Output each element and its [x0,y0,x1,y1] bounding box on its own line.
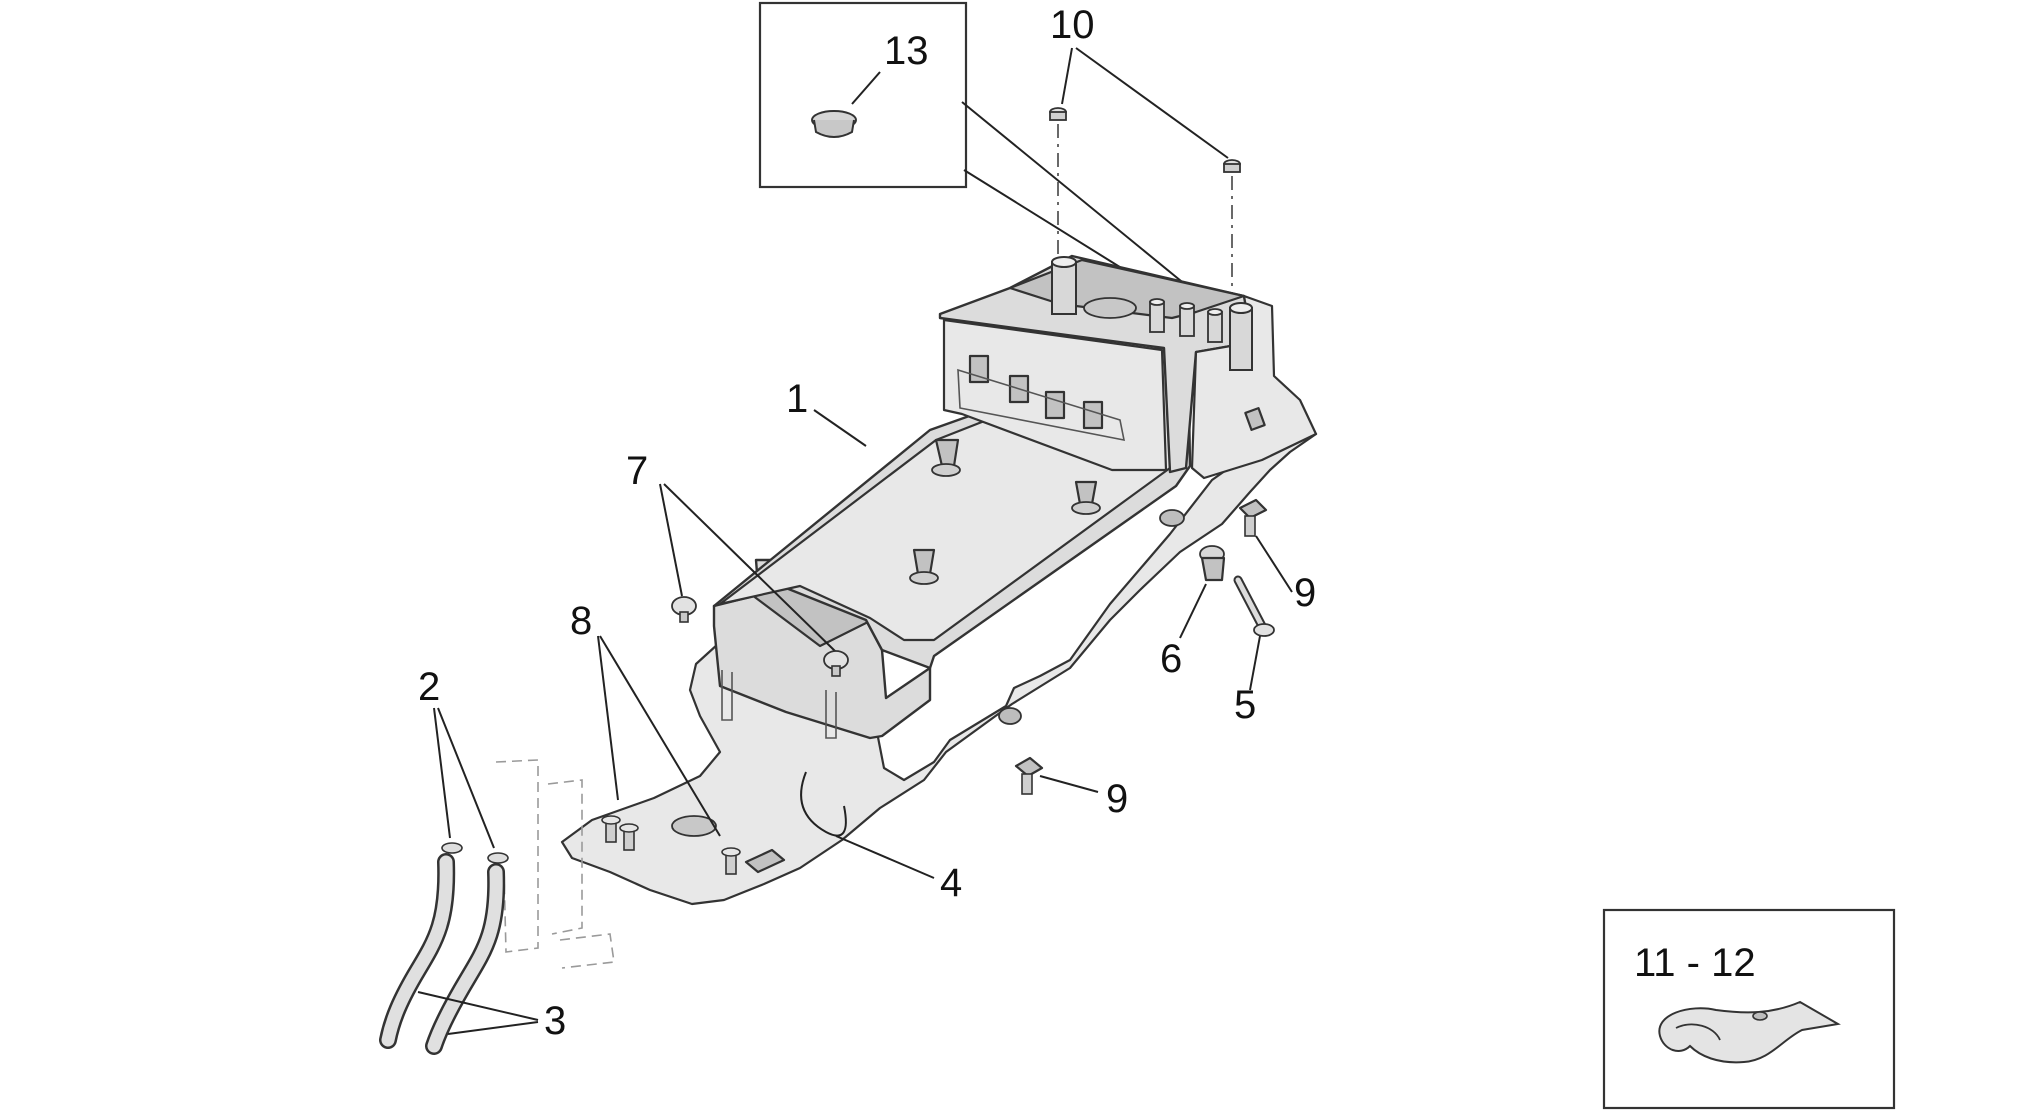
hose-part-3-left [379,853,456,1049]
inset-kit-box: 11 - 12 [1602,908,1896,1110]
grommet-part-6 [1199,545,1226,582]
callout-2: 2 [418,665,440,709]
screw-part-8-a [601,815,621,843]
screw-part-8-b [619,823,639,851]
hose-part-3-right [425,863,506,1055]
callout-1: 1 [786,377,808,421]
bolt-part-9-upper [1238,498,1268,537]
push-pin-part-7-left [671,596,697,623]
callout-5: 5 [1234,683,1256,727]
screw-part-8-c [721,847,741,875]
clip-part-11-12 [1658,1000,1841,1064]
nut-part-10-left [1049,107,1067,121]
bolt-part-9-lower [1014,756,1044,795]
callout-10: 10 [1050,3,1095,47]
clamp-part-2-right [487,852,509,864]
callout-8: 8 [570,599,592,643]
callout-4: 4 [940,861,962,905]
undertray-part-1 [560,254,1318,906]
tray-posts [1051,256,1253,371]
clamp-part-2-left [441,842,463,854]
callout-9-lower: 9 [1106,777,1128,821]
callout-3: 3 [544,999,566,1043]
push-pin-part-7-right [823,650,849,677]
bolt-part-5 [1233,575,1275,637]
tray-studs [909,438,1101,585]
cap-part-13 [811,110,857,138]
callout-6: 6 [1160,637,1182,681]
inset-cap-box: 13 [758,1,968,189]
callout-7: 7 [626,449,648,493]
nut-part-10-right [1223,159,1241,173]
inset-kit-label: 11 - 12 [1634,941,1756,985]
callout-9-upper: 9 [1294,571,1316,615]
callout-13: 13 [884,29,929,73]
